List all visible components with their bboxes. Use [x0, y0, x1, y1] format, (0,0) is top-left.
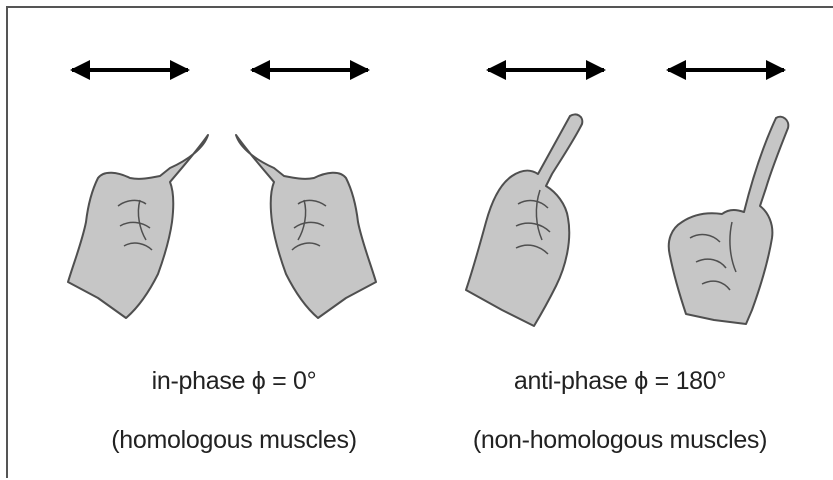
- pointing-hand-icon: [466, 114, 582, 326]
- homologous-muscles-label: (homologous muscles): [34, 426, 434, 455]
- non-homologous-muscles-label: (non-homologous muscles): [420, 426, 820, 455]
- anti-phase-label: anti-phase ϕ = 180°: [420, 367, 820, 396]
- pointing-hand-icon: [236, 135, 376, 318]
- in-phase-label: in-phase ϕ = 0°: [34, 367, 434, 396]
- pointing-hand-icon: [669, 117, 789, 324]
- pointing-hand-icon: [68, 135, 208, 318]
